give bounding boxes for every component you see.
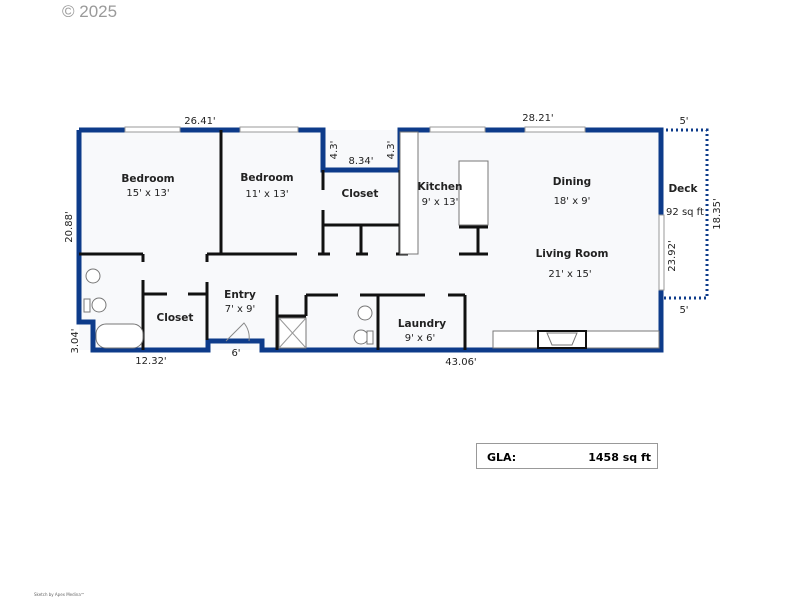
dim-left-step: 3.04' (70, 328, 81, 353)
room-bedroom-1-name: Bedroom (121, 173, 174, 185)
dim-deck-bottom: 5' (679, 305, 688, 316)
room-entry-name: Entry (224, 289, 256, 301)
toilet-icon-2 (353, 329, 369, 345)
room-entry-size: 7' x 9' (225, 304, 256, 315)
room-laundry-name: Laundry (398, 318, 446, 330)
toilet-tank (83, 298, 91, 313)
dim-closet-left: 4.3' (329, 141, 340, 160)
fireplace (537, 330, 587, 349)
room-laundry-size: 9' x 6' (405, 333, 436, 344)
dim-right: 23.92' (667, 240, 678, 271)
room-deck-name: Deck (668, 183, 698, 195)
dim-entry: 6' (231, 348, 240, 359)
kitchen-counter (399, 131, 419, 255)
room-kitchen-size: 9' x 13' (422, 197, 459, 208)
gla-summary-box: GLA: 1458 sq ft (476, 443, 658, 469)
toilet-tank-2 (366, 330, 374, 345)
sink-icon-2 (357, 305, 373, 321)
fireplace-hearth (546, 332, 578, 346)
room-living-name: Living Room (536, 248, 609, 260)
gla-label: GLA: (487, 451, 517, 464)
dim-closet-width: 8.34' (348, 156, 373, 167)
dim-bottom-left: 12.32' (135, 356, 166, 367)
sink-icon (85, 268, 101, 284)
room-dining-size: 18' x 9' (554, 196, 591, 207)
dim-top-right: 28.21' (522, 113, 553, 124)
toilet-icon (91, 297, 107, 313)
room-closet-1-name: Closet (342, 188, 379, 200)
dim-closet-right: 4.3' (386, 141, 397, 160)
sketch-credit: Sketch by Apex Medina™ (34, 592, 85, 597)
copyright-watermark: © 2025 (62, 2, 118, 21)
room-living-size: 21' x 15' (548, 269, 591, 280)
room-dining-name: Dining (553, 176, 591, 188)
room-kitchen-name: Kitchen (417, 181, 462, 193)
room-bedroom-2-size: 11' x 13' (245, 189, 288, 200)
dim-left: 20.88' (64, 211, 75, 242)
dim-deck-side: 18.35' (712, 198, 723, 229)
dim-bottom: 43.06' (445, 357, 476, 368)
dim-top-left: 26.41' (184, 116, 215, 127)
exterior-wall (76, 127, 664, 353)
interior-walls (79, 130, 488, 350)
dim-deck-top: 5' (679, 116, 688, 127)
deck-outline (661, 128, 709, 300)
entry-door-icon[interactable] (225, 322, 250, 342)
bathtub (95, 323, 144, 349)
room-deck-size: 92 sq ft (666, 207, 704, 218)
room-bedroom-2-name: Bedroom (240, 172, 293, 184)
room-closet-2-name: Closet (157, 312, 194, 324)
windows (124, 126, 665, 291)
kitchen-island (458, 160, 489, 226)
shower-drain-icon (278, 317, 307, 349)
gla-value: 1458 sq ft (588, 451, 651, 464)
room-bedroom-1-size: 15' x 13' (126, 188, 169, 199)
